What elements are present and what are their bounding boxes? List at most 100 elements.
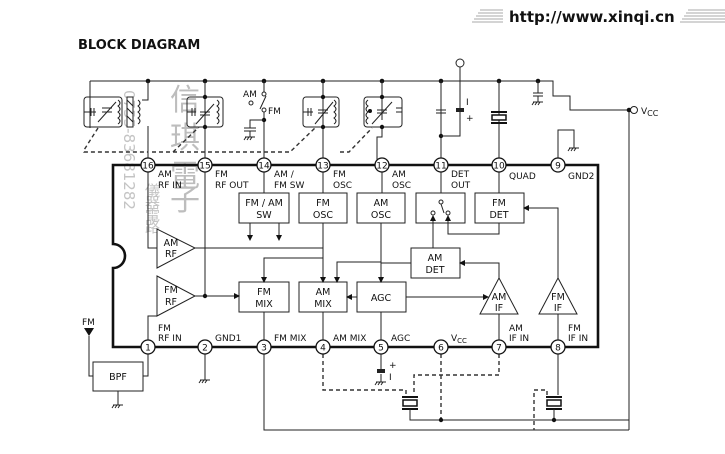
svg-text:AGC: AGC [371, 293, 392, 304]
cap-minus-label: I [466, 98, 469, 108]
pin-label: RF OUT [215, 181, 249, 191]
pin-label: AM MIX [333, 334, 366, 344]
pin-circle [140, 339, 156, 355]
pin-label: FM [568, 324, 581, 334]
amp-am-if: AM IF [479, 276, 519, 315]
header-url-bar: http://www.xinqi.cn [472, 8, 725, 26]
am-osc-tank-circuit [340, 81, 403, 165]
quad-coil [491, 81, 507, 165]
svg-text:DET: DET [425, 265, 444, 276]
agc-cap-minus: I [389, 373, 392, 383]
svg-text:AM: AM [492, 292, 507, 303]
switch-am-label: AM [243, 90, 257, 100]
pin-circle [433, 157, 449, 173]
fm-antenna-label: FM [82, 318, 95, 328]
svg-text:MIX: MIX [314, 299, 332, 310]
svg-text:OSC: OSC [371, 210, 392, 221]
watermark-small: 儀 [145, 182, 160, 200]
gnd2-ground [557, 129, 579, 165]
vcc-label: VCC [641, 107, 659, 118]
bottom-external-circuits: FM BPF + I [82, 318, 629, 431]
watermark-small: 器 [145, 194, 160, 212]
fm-osc-tank-circuit [152, 81, 340, 165]
am-fm-band-switch[interactable]: AM FM [243, 81, 281, 165]
pin-label: OUT [451, 181, 471, 191]
pin-circle [550, 339, 566, 355]
pin-label: FM [215, 170, 228, 180]
block-am-mix: AM MIX [298, 281, 348, 313]
pin-label: GND2 [568, 172, 594, 182]
fm-rf-tank-circuit [172, 81, 224, 165]
watermark-small: 電 [145, 206, 160, 224]
svg-text:RF: RF [165, 297, 177, 308]
pin-circle [140, 157, 156, 173]
svg-text:FM: FM [316, 198, 330, 209]
pin-label: AM / [274, 170, 295, 180]
pin-label: OSC [392, 181, 411, 191]
watermark-small: 路 [145, 218, 160, 236]
pin-label: FM [158, 324, 171, 334]
svg-text:FM: FM [164, 285, 178, 296]
pin-3: 3FM MIX [256, 334, 306, 355]
svg-text:SW: SW [256, 210, 272, 221]
fm-ceramic-filter [546, 396, 562, 410]
svg-text:AM: AM [374, 198, 389, 209]
pin-label: IF IN [509, 334, 529, 344]
pin-number: 1 [145, 343, 151, 353]
svg-text:FM: FM [257, 287, 271, 298]
pin-number: 4 [320, 343, 326, 353]
pin-label: IF IN [568, 334, 588, 344]
header-url[interactable]: http://www.xinqi.cn [509, 8, 675, 26]
pin-circle [373, 339, 389, 355]
det-output-terminal[interactable] [455, 58, 465, 68]
pin-number: 14 [258, 161, 270, 171]
svg-text:FM / AM: FM / AM [245, 198, 283, 209]
pin-number: 3 [261, 343, 267, 353]
block-fm-det: FM DET [474, 192, 525, 224]
pin-number: 15 [199, 161, 210, 171]
block-agc: AGC [356, 281, 407, 313]
diagram-title: BLOCK DIAGRAM [78, 38, 200, 53]
switch-fm-label: FM [268, 107, 281, 117]
am-ceramic-filter [402, 396, 418, 410]
pin-number: 13 [317, 161, 328, 171]
pin-4: 4 AM MIX [315, 334, 366, 355]
pin-number: 6 [438, 343, 444, 353]
pin-circle [433, 339, 449, 355]
pin-number: 12 [376, 161, 387, 171]
block-fm-mix: FM MIX [238, 281, 290, 313]
pin-label: AGC [391, 334, 410, 344]
pin-number: 8 [555, 343, 561, 353]
pin-circle [374, 157, 390, 173]
svg-text:RF: RF [165, 249, 177, 260]
vcc-decoupling-cap [531, 81, 543, 106]
block-fm-osc: FM OSC [298, 192, 348, 224]
pin-label: AM [158, 170, 172, 180]
pin-number: 16 [142, 161, 154, 171]
svg-text:AM: AM [428, 253, 443, 264]
pin-circle [197, 157, 213, 173]
pin-label: RF IN [158, 181, 182, 191]
pin-number: 10 [493, 161, 505, 171]
svg-text:AM: AM [164, 238, 179, 249]
pin-number: 2 [202, 343, 208, 353]
svg-text:FM: FM [492, 198, 506, 209]
svg-text:IF: IF [554, 303, 562, 314]
internal-wiring [147, 165, 559, 347]
svg-text:FM: FM [551, 292, 565, 303]
pin-label: AM [509, 324, 523, 334]
block-am-osc: AM OSC [356, 192, 406, 224]
svg-text:MIX: MIX [255, 299, 273, 310]
